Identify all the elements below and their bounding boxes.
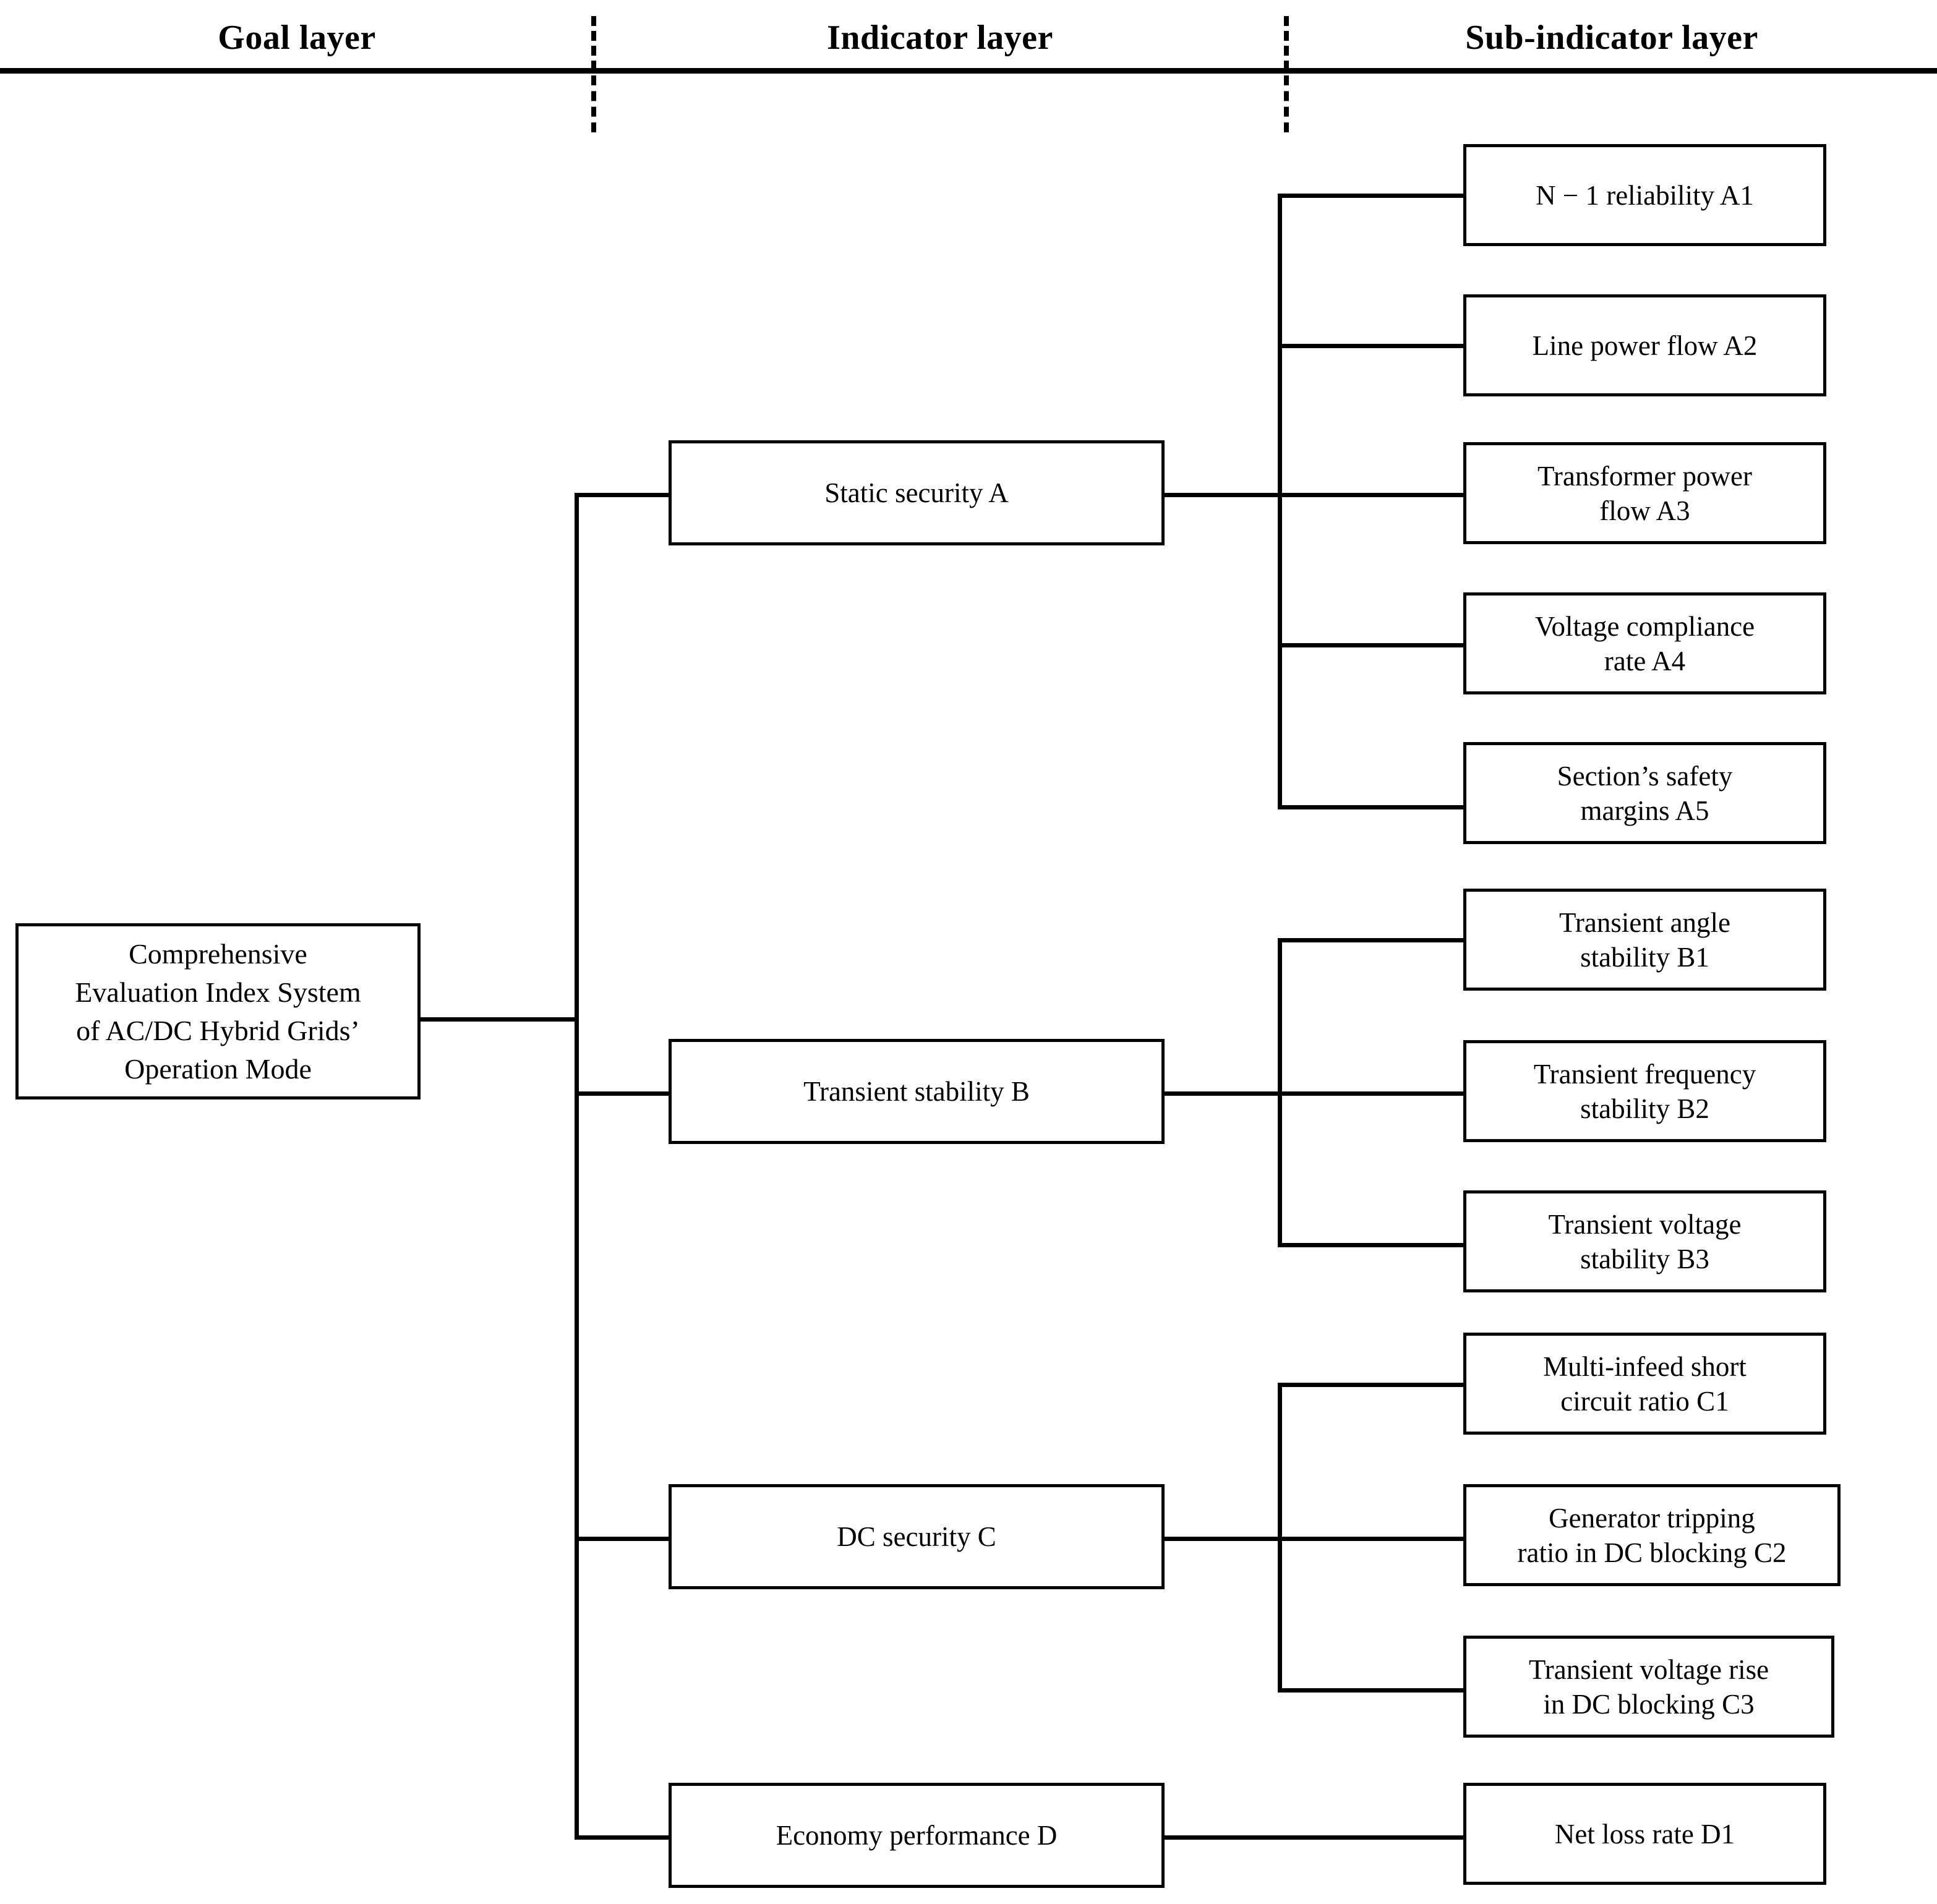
connector-bus-a-vertical [1278, 194, 1282, 809]
sub-indicator-node-a3[interactable]: Transformer power flow A3 [1463, 442, 1826, 544]
column-separator-dashed-goal-indicator-upper [591, 16, 601, 70]
goal-node-line-2: Evaluation Index System [75, 976, 361, 1008]
sub-indicator-node-a4[interactable]: Voltage compliance rate A4 [1463, 592, 1826, 694]
connector-bus-b-to-b1 [1278, 938, 1463, 942]
sub-indicator-node-label: Line power flow A2 [1532, 330, 1758, 361]
indicator-node-label: DC security C [837, 1521, 996, 1552]
column-header-indicator-layer: Indicator layer [827, 19, 1053, 57]
connector-goal-to-indicator-bus [421, 1017, 579, 1022]
connector-bus-to-transient-stability [575, 1091, 669, 1096]
connector-bus-b-to-b3 [1278, 1243, 1463, 1247]
sub-indicator-node-label-line-2: stability B2 [1580, 1093, 1709, 1124]
connector-dc-security-to-bus-c [1165, 1537, 1282, 1541]
sub-indicator-node-a5[interactable]: Section’s safety margins A5 [1463, 742, 1826, 844]
sub-indicator-node-b3[interactable]: Transient voltage stability B3 [1463, 1190, 1826, 1292]
sub-indicator-node-label-line-2: stability B1 [1580, 941, 1709, 973]
sub-indicator-node-label-line-1: Multi-infeed short [1543, 1351, 1747, 1382]
connector-bus-to-dc-security [575, 1537, 669, 1541]
indicator-node-label: Static security A [824, 477, 1009, 508]
sub-indicator-node-label-line-1: Section’s safety [1557, 760, 1733, 792]
sub-indicator-node-label-line-2: flow A3 [1599, 495, 1690, 526]
sub-indicator-node-label-line-1: Transient frequency [1533, 1058, 1756, 1090]
sub-indicator-node-c2[interactable]: Generator tripping ratio in DC blocking … [1463, 1484, 1841, 1586]
connector-bus-to-static-security [575, 493, 669, 497]
column-header-goal-layer: Goal layer [218, 19, 376, 57]
sub-indicator-node-label-line-1: Generator tripping [1549, 1502, 1755, 1534]
sub-indicator-node-label-line-2: rate A4 [1604, 645, 1686, 677]
sub-indicator-node-b1[interactable]: Transient angle stability B1 [1463, 889, 1826, 991]
goal-node-line-1: Comprehensive [129, 937, 307, 970]
sub-indicator-node-label-line-2: circuit ratio C1 [1560, 1385, 1729, 1417]
connector-bus-a-to-a1 [1278, 194, 1463, 198]
sub-indicator-node-label-line-1: Transient angle [1559, 907, 1731, 938]
indicator-node-label: Transient stability B [803, 1076, 1030, 1107]
sub-indicator-node-a2[interactable]: Line power flow A2 [1463, 294, 1826, 396]
indicator-node-economy-performance-d[interactable]: Economy performance D [669, 1783, 1165, 1888]
column-separator-dashed-indicator-sub-lower [1284, 75, 1294, 132]
sub-indicator-node-a1[interactable]: N − 1 reliability A1 [1463, 144, 1826, 246]
connector-static-security-to-bus-a [1165, 493, 1282, 497]
sub-indicator-node-label-line-1: Transient voltage rise [1528, 1654, 1769, 1685]
header-divider-rule [0, 68, 1937, 74]
indicator-node-dc-security-c[interactable]: DC security C [669, 1484, 1165, 1589]
indicator-node-transient-stability-b[interactable]: Transient stability B [669, 1039, 1165, 1144]
column-header-sub-indicator-layer: Sub-indicator layer [1465, 19, 1758, 57]
column-separator-dashed-indicator-sub-upper [1284, 16, 1294, 70]
connector-indicator-bus-vertical [575, 493, 579, 1839]
sub-indicator-node-b2[interactable]: Transient frequency stability B2 [1463, 1040, 1826, 1142]
sub-indicator-node-label: Net loss rate D1 [1554, 1818, 1735, 1850]
sub-indicator-node-d1[interactable]: Net loss rate D1 [1463, 1783, 1826, 1885]
connector-bus-c-to-c2 [1278, 1537, 1463, 1541]
indicator-node-static-security-a[interactable]: Static security A [669, 440, 1165, 545]
goal-node-line-4: Operation Mode [124, 1052, 312, 1085]
connector-transient-stability-to-bus-b [1165, 1091, 1282, 1096]
header-band: Goal layer Indicator layer Sub-indicator… [0, 0, 1937, 142]
sub-indicator-node-label: N − 1 reliability A1 [1536, 179, 1754, 211]
connector-economy-performance-to-d1 [1165, 1835, 1463, 1840]
sub-indicator-node-label-line-2: in DC blocking C3 [1543, 1688, 1755, 1720]
connector-bus-c-to-c3 [1278, 1688, 1463, 1693]
goal-node-line-3: of AC/DC Hybrid Grids’ [76, 1014, 360, 1046]
sub-indicator-node-c3[interactable]: Transient voltage rise in DC blocking C3 [1463, 1636, 1834, 1738]
sub-indicator-node-label-line-2: stability B3 [1580, 1243, 1709, 1274]
sub-indicator-node-label-line-1: Transient voltage [1548, 1208, 1742, 1240]
sub-indicator-node-c1[interactable]: Multi-infeed short circuit ratio C1 [1463, 1333, 1826, 1435]
sub-indicator-node-label-line-1: Transformer power [1537, 460, 1752, 492]
connector-bus-b-to-b2 [1278, 1091, 1463, 1096]
connector-bus-a-to-a5 [1278, 805, 1463, 809]
connector-bus-a-to-a4 [1278, 643, 1463, 647]
indicator-node-label: Economy performance D [776, 1820, 1058, 1851]
sub-indicator-node-label-line-2: ratio in DC blocking C2 [1517, 1537, 1787, 1568]
sub-indicator-node-label-line-2: margins A5 [1580, 795, 1709, 826]
column-separator-dashed-goal-indicator-lower [591, 75, 601, 132]
connector-bus-to-economy-performance [575, 1835, 669, 1840]
goal-node[interactable]: Comprehensive Evaluation Index System of… [15, 923, 421, 1099]
sub-indicator-node-label-line-1: Voltage compliance [1534, 610, 1755, 642]
connector-bus-c-to-c1 [1278, 1383, 1463, 1387]
connector-bus-a-to-a3 [1278, 493, 1463, 497]
connector-bus-a-to-a2 [1278, 344, 1463, 348]
